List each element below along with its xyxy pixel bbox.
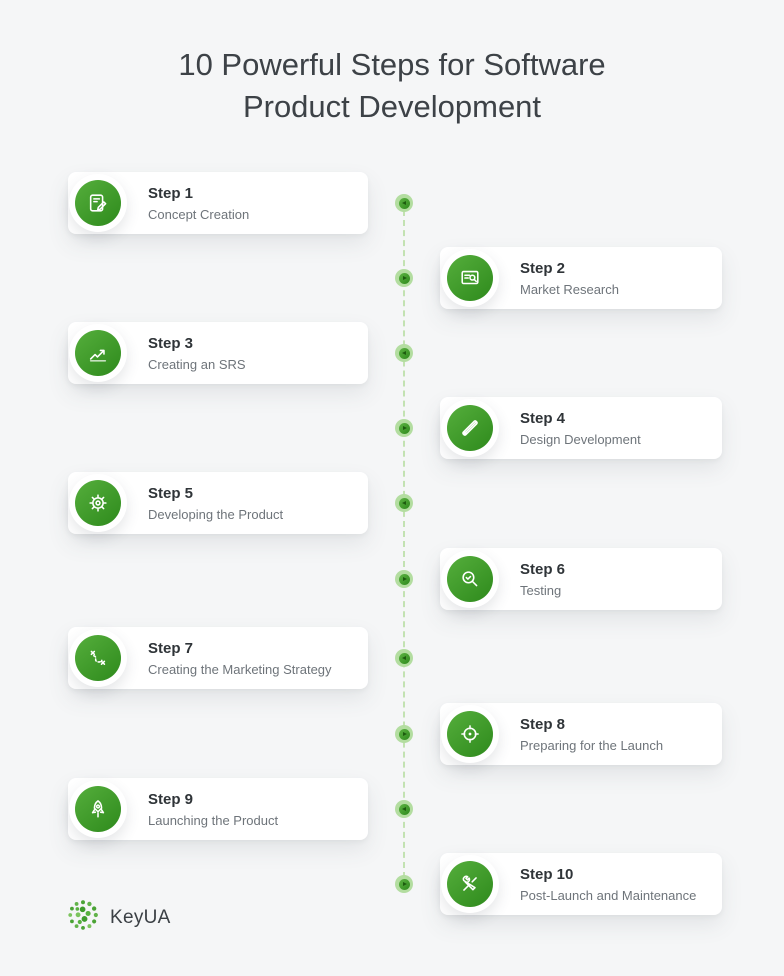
step-text: Step 9 Launching the Product	[148, 791, 278, 828]
step-text: Step 4 Design Development	[520, 410, 641, 447]
step-label: Preparing for the Launch	[520, 737, 664, 753]
step-text: Step 1 Concept Creation	[148, 185, 249, 222]
step-icon-badge	[69, 780, 127, 838]
timeline-dot-9	[395, 800, 413, 818]
step-label: Launching the Product	[148, 812, 279, 828]
gear-icon	[75, 480, 121, 526]
step-icon-badge	[441, 249, 499, 307]
step-card-8: Step 8 Preparing for the Launch	[440, 703, 722, 765]
target-icon	[447, 711, 493, 757]
timeline-dot-4	[395, 419, 413, 437]
step-card-4: Step 4 Design Development	[440, 397, 722, 459]
step-icon-badge	[441, 550, 499, 608]
arrow-icon	[401, 656, 406, 660]
step-card-6: Step 6 Testing	[440, 548, 722, 610]
step-card-2: Step 2 Market Research	[440, 247, 722, 309]
arrow-icon	[402, 882, 407, 886]
step-text: Step 2 Market Research	[520, 260, 619, 297]
step-label: Design Development	[520, 431, 641, 447]
arrow-icon	[402, 732, 407, 736]
arrow-icon	[402, 577, 407, 581]
step-number: Step 6	[520, 560, 566, 578]
step-icon-badge	[69, 174, 127, 232]
step-label: Developing the Product	[148, 506, 284, 522]
timeline-dot-5	[395, 494, 413, 512]
timeline-dot-8	[395, 725, 413, 743]
step-icon-badge	[441, 399, 499, 457]
timeline-dot-2	[395, 269, 413, 287]
step-card-7: Step 7 Creating the Marketing Strategy	[68, 627, 368, 689]
step-label: Testing	[520, 582, 562, 598]
timeline-dot-inner	[398, 652, 410, 664]
page-title-line-2: Product Development	[242, 89, 542, 124]
page-title-line-1: 10 Powerful Steps for Software	[178, 47, 606, 82]
step-text: Step 7 Creating the Marketing Strategy	[148, 640, 332, 677]
timeline-dot-3	[395, 344, 413, 362]
step-text: Step 3 Creating an SRS	[148, 335, 246, 372]
brand-footer: KeyUA	[66, 898, 171, 937]
timeline-dot-inner	[398, 347, 410, 359]
arrow-icon	[401, 501, 406, 505]
market-research-icon	[447, 255, 493, 301]
arrow-icon	[401, 351, 406, 355]
step-card-5: Step 5 Developing the Product	[68, 472, 368, 534]
timeline-dot-6	[395, 570, 413, 588]
edit-document-icon	[75, 180, 121, 226]
step-icon-badge	[441, 705, 499, 763]
magnifier-icon	[447, 556, 493, 602]
timeline-dot-inner	[398, 878, 410, 890]
timeline-dot-1	[395, 194, 413, 212]
arrow-icon	[402, 426, 407, 430]
keyua-logo-icon	[66, 898, 100, 937]
timeline-dot-inner	[398, 497, 410, 509]
step-icon-badge	[69, 324, 127, 382]
timeline-dot-7	[395, 649, 413, 667]
growth-chart-icon	[75, 330, 121, 376]
tools-icon	[447, 861, 493, 907]
step-icon-badge	[69, 629, 127, 687]
step-number: Step 9	[148, 790, 194, 808]
step-icon-badge	[441, 855, 499, 913]
timeline-dot-inner	[398, 803, 410, 815]
step-number: Step 3	[148, 334, 194, 352]
timeline-dot-inner	[398, 422, 410, 434]
timeline-dot-inner	[398, 573, 410, 585]
step-label: Creating an SRS	[148, 356, 246, 372]
step-label: Market Research	[520, 281, 619, 297]
step-number: Step 4	[520, 409, 566, 427]
timeline-dot-inner	[398, 197, 410, 209]
step-card-3: Step 3 Creating an SRS	[68, 322, 368, 384]
step-number: Step 1	[148, 184, 194, 202]
step-number: Step 7	[148, 639, 194, 657]
strategy-icon	[75, 635, 121, 681]
step-text: Step 8 Preparing for the Launch	[520, 716, 663, 753]
step-number: Step 2	[520, 259, 566, 277]
arrow-icon	[401, 201, 406, 205]
step-card-1: Step 1 Concept Creation	[68, 172, 368, 234]
timeline-line	[403, 200, 405, 888]
step-card-9: Step 9 Launching the Product	[68, 778, 368, 840]
step-card-10: Step 10 Post-Launch and Maintenance	[440, 853, 722, 915]
timeline-dot-inner	[398, 272, 410, 284]
step-icon-badge	[69, 474, 127, 532]
arrow-icon	[401, 807, 406, 811]
step-text: Step 5 Developing the Product	[148, 485, 283, 522]
arrow-icon	[402, 276, 407, 280]
step-label: Post-Launch and Maintenance	[520, 887, 697, 903]
timeline-dot-10	[395, 875, 413, 893]
step-label: Creating the Marketing Strategy	[148, 661, 332, 677]
design-tools-icon	[447, 405, 493, 451]
step-number: Step 8	[520, 715, 566, 733]
step-text: Step 10 Post-Launch and Maintenance	[520, 866, 696, 903]
brand-name: KeyUA	[110, 906, 171, 928]
step-number: Step 10	[520, 865, 574, 883]
rocket-icon	[75, 786, 121, 832]
step-number: Step 5	[148, 484, 194, 502]
page-title: 10 Powerful Steps for Software Product D…	[0, 44, 784, 128]
step-label: Concept Creation	[148, 206, 250, 222]
step-text: Step 6 Testing	[520, 561, 565, 598]
timeline-dot-inner	[398, 728, 410, 740]
